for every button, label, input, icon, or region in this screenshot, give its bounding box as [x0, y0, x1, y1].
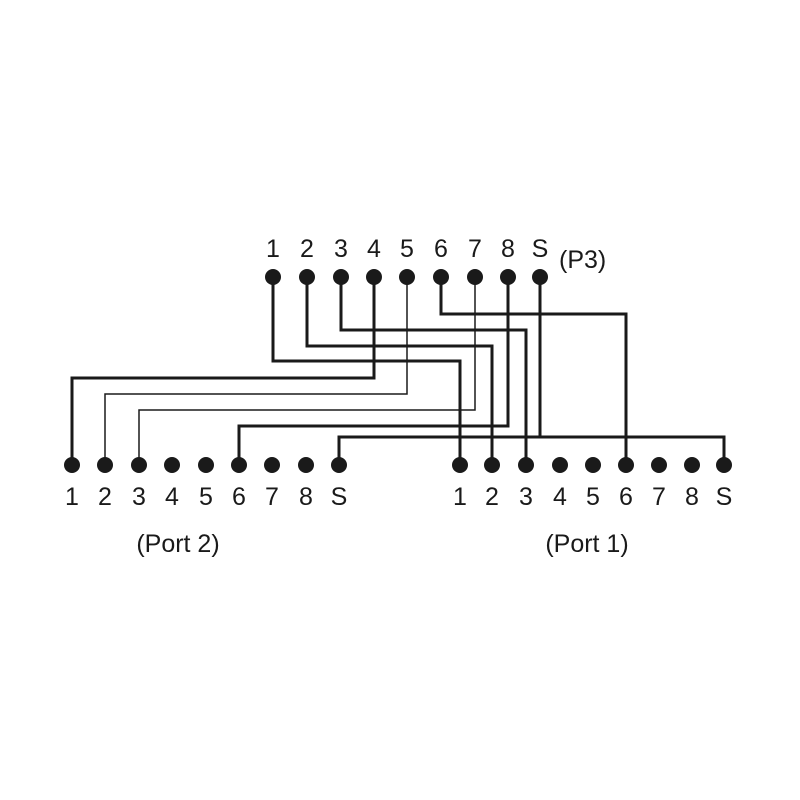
port2-pin-label-1: 1	[65, 483, 79, 511]
p3-pin-label-7: 7	[468, 235, 482, 263]
p3-pin-label-1: 1	[266, 235, 280, 263]
port2-pin-label-7: 7	[265, 483, 279, 511]
port1-pin-6	[618, 457, 634, 473]
port2-pin-4	[164, 457, 180, 473]
port2-pin-label-2: 2	[98, 483, 112, 511]
p3-pin-label-4: 4	[367, 235, 381, 263]
port1-pin-label-8: 8	[685, 483, 699, 511]
port1-pin-label-s: S	[716, 483, 733, 511]
port1-pin-7	[651, 457, 667, 473]
port2-pin-label-5: 5	[199, 483, 213, 511]
p3-connector: 1 2 3 4 5 6 7 8 S (P3)	[265, 235, 606, 285]
port2-connector: 1 2 3 4 5 6 7 8 S (Port 2)	[64, 457, 347, 558]
port1-pin-label-3: 3	[519, 483, 533, 511]
port2-pin-labels: 1 2 3 4 5 6 7 8 S	[65, 483, 347, 511]
port1-pin-labels: 1 2 3 4 5 6 7 8 S	[453, 483, 732, 511]
port2-pin-2	[97, 457, 113, 473]
port1-connector: 1 2 3 4 5 6 7 8 S (Port 1)	[452, 457, 732, 558]
port1-pin-label-7: 7	[652, 483, 666, 511]
port1-pin-label-1: 1	[453, 483, 467, 511]
port2-connector-label: (Port 2)	[136, 530, 219, 558]
wire-p3-5-to-port2-2	[104, 276, 408, 466]
p3-pin-label-5: 5	[400, 235, 414, 263]
port2-pin-label-3: 3	[132, 483, 146, 511]
port1-pin-label-2: 2	[485, 483, 499, 511]
port2-pin-3	[131, 457, 147, 473]
p3-pin-label-8: 8	[501, 235, 515, 263]
p3-pin-label-2: 2	[300, 235, 314, 263]
wire-shield-bus	[337, 435, 726, 467]
p3-connector-label: (P3)	[559, 246, 606, 274]
port1-connector-label: (Port 1)	[545, 530, 628, 558]
p3-pin-label-s: S	[532, 235, 549, 263]
port2-pin-label-8: 8	[299, 483, 313, 511]
port2-pin-7	[264, 457, 280, 473]
port1-pin-1	[452, 457, 468, 473]
port1-pin-s	[716, 457, 732, 473]
wire-p3-1-to-port1-1	[271, 275, 462, 467]
port2-pin-8	[298, 457, 314, 473]
port1-pin-2	[484, 457, 500, 473]
wires	[70, 275, 726, 467]
port1-pin-label-5: 5	[586, 483, 600, 511]
port1-pin-5	[585, 457, 601, 473]
port1-pin-4	[552, 457, 568, 473]
port2-pins	[64, 457, 347, 473]
port1-pin-label-4: 4	[553, 483, 567, 511]
port2-pin-1	[64, 457, 80, 473]
p3-pin-label-3: 3	[334, 235, 348, 263]
wire-p3-6-to-port1-6	[439, 275, 628, 467]
port2-pin-6	[231, 457, 247, 473]
wire-p3-8-to-port2-6	[237, 275, 510, 467]
port2-pin-label-s: S	[331, 483, 348, 511]
wire-p3-7-to-port2-3	[138, 276, 476, 466]
port1-pin-8	[684, 457, 700, 473]
port2-pin-5	[198, 457, 214, 473]
p3-pin-label-6: 6	[434, 235, 448, 263]
port2-pin-label-6: 6	[232, 483, 246, 511]
port2-pin-s	[331, 457, 347, 473]
p3-pin-labels: 1 2 3 4 5 6 7 8 S	[266, 235, 548, 263]
port2-pin-label-4: 4	[165, 483, 179, 511]
wire-p3-2-to-port1-2	[305, 275, 494, 467]
port1-pin-3	[518, 457, 534, 473]
port1-pins	[452, 457, 732, 473]
wire-p3-4-to-port2-1	[70, 275, 376, 467]
wire-p3-3-to-port1-3	[339, 275, 528, 467]
port1-pin-label-6: 6	[619, 483, 633, 511]
